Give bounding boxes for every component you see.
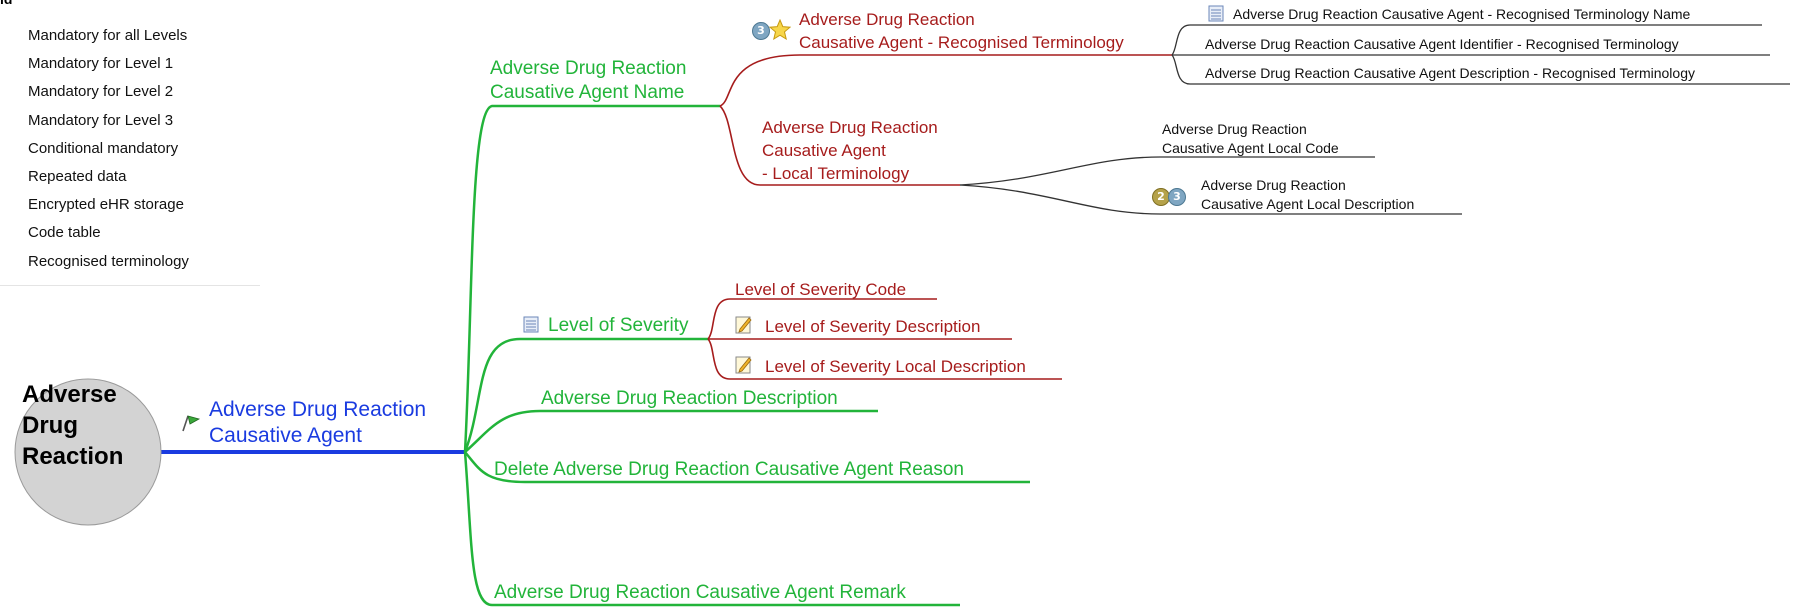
root-node-label[interactable]: Adverse Drug Reaction [22,379,123,472]
edge-name-recognised [719,54,1172,107]
legend-item: Encrypted eHR storage [28,196,184,214]
edge-local-code [959,156,1375,186]
edge-main-delete [464,451,1030,484]
edge-sev-local [707,338,1062,380]
table-icon [1208,5,1224,22]
leaf-severity-local-description[interactable]: Level of Severity Local Description [765,357,1026,376]
legend-item: Mandatory for Level 3 [28,111,174,129]
edge-main-severity [463,337,708,453]
leaf-recognised-name[interactable]: Adverse Drug Reaction Causative Agent - … [1233,6,1691,22]
root-node-shape [14,378,162,526]
edge-sev-code [707,298,937,340]
topic-main-line: Causative Agent [209,424,362,447]
topic-line: Causative Agent - Recognised Terminology [799,33,1124,52]
topic-main[interactable]: Adverse Drug Reaction Causative Agent [209,397,426,449]
badge-level-3-icon: 3 [752,22,770,40]
topic-line: - Local Terminology [762,164,910,183]
leaf-line: Causative Agent Local Code [1162,140,1339,156]
topic-main-line: Adverse Drug Reaction [209,398,427,421]
leaf-line: Causative Agent Local Description [1201,196,1415,212]
topic-local-terminology[interactable]: Adverse Drug Reaction Causative Agent - … [762,116,938,185]
topic-line: Causative Agent Name [490,82,685,103]
topic-level-of-severity[interactable]: Level of Severity [548,315,689,336]
note-icon [735,356,752,374]
edge-main-remark [463,451,960,607]
leaf-line: Adverse Drug Reaction [1201,177,1346,193]
topic-line: Adverse Drug Reaction [490,58,687,79]
topic-remark[interactable]: Adverse Drug Reaction Causative Agent Re… [494,582,906,603]
topic-description[interactable]: Adverse Drug Reaction Description [541,388,838,409]
topic-causative-agent-name[interactable]: Adverse Drug Reaction Causative Agent Na… [490,57,686,105]
legend-item: Mandatory for Level 1 [28,55,174,73]
leaf-line: Adverse Drug Reaction [1162,121,1307,137]
edge-name-local [719,105,960,186]
topic-recognised-terminology[interactable]: Adverse Drug Reaction Causative Agent - … [799,8,1124,54]
legend-item: Mandatory for Level 2 [28,83,174,101]
root-line: Drug [22,412,78,439]
legend-divider [0,285,260,286]
flag-icon [182,415,201,432]
leaf-local-description[interactable]: Adverse Drug Reaction Causative Agent Lo… [1201,176,1414,214]
edge-rec-1 [1171,24,1762,56]
legend-item: Mandatory for all Levels [28,27,188,44]
legend-item: Recognised terminology [28,252,189,270]
topic-delete-reason[interactable]: Delete Adverse Drug Reaction Causative A… [494,459,964,480]
leaf-recognised-description[interactable]: Adverse Drug Reaction Causative Agent De… [1205,65,1695,81]
edge-local-desc [959,184,1462,215]
table-icon [523,316,539,333]
legend-list: Mandatory for all Levels Mandatory for L… [28,27,189,281]
leaf-severity-code[interactable]: Level of Severity Code [735,280,907,299]
edge-rec-3 [1171,54,1790,85]
root-line: Adverse [22,381,117,408]
legend-item: Repeated data [28,167,127,185]
legend-item: Conditional mandatory [28,139,179,157]
topic-line: Adverse Drug Reaction [762,118,938,137]
legend-item: Code table [28,224,101,242]
leaf-recognised-identifier[interactable]: Adverse Drug Reaction Causative Agent Id… [1205,36,1679,52]
note-icon [735,316,752,334]
legend-title: ld [0,0,12,7]
edge-main-name [463,104,720,453]
root-line: Reaction [22,443,124,470]
topic-line: Causative Agent [762,141,886,160]
leaf-severity-description[interactable]: Level of Severity Description [765,317,981,336]
edge-main-description [464,409,878,453]
leaf-local-code[interactable]: Adverse Drug Reaction Causative Agent Lo… [1162,120,1339,158]
star-icon [769,19,791,40]
topic-line: Adverse Drug Reaction [799,10,975,29]
badge-level-3-icon: 3 [1168,188,1186,206]
